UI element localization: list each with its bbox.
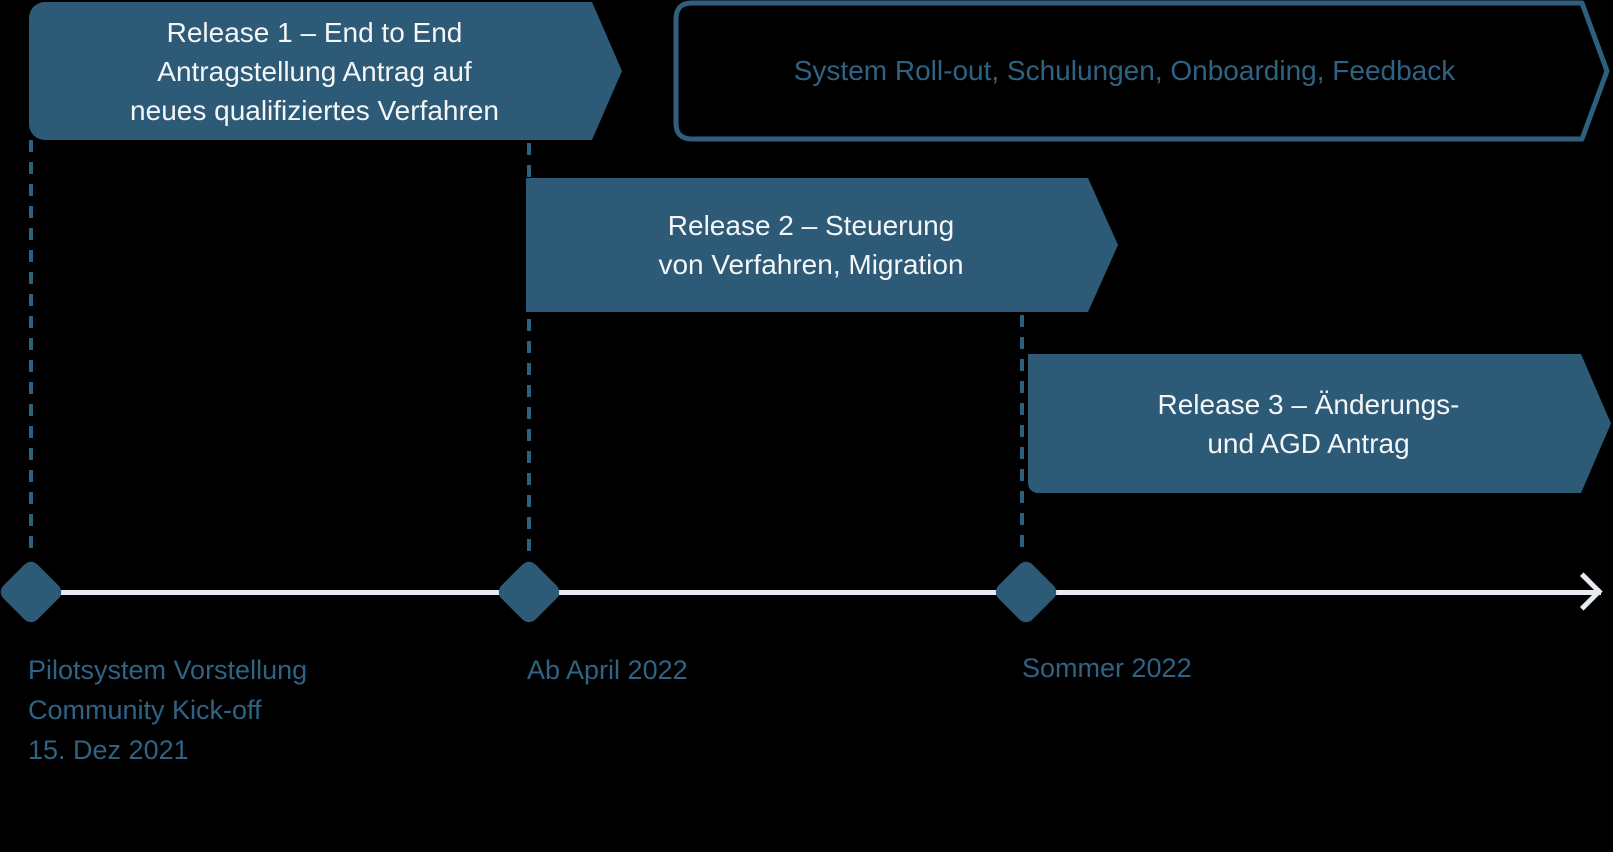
- milestone-label-3: Sommer 2022: [1022, 648, 1192, 688]
- banner-release-2: Release 2 – Steuerung von Verfahren, Mig…: [526, 178, 1118, 312]
- banner-release-1-line: neues qualifiziertes Verfahren: [130, 94, 499, 126]
- milestone-label-3-line: Sommer 2022: [1022, 653, 1192, 683]
- milestone-label-1-line: 15. Dez 2021: [28, 735, 189, 765]
- milestone-label-1-line: Pilotsystem Vorstellung: [28, 655, 308, 685]
- milestone-label-1: Pilotsystem Vorstellung Community Kick-o…: [28, 650, 307, 770]
- milestone-diamond-icon-2: [495, 558, 563, 626]
- banner-release-3: Release 3 – Änderungs- und AGD Antrag: [1028, 354, 1611, 493]
- milestone-diamond-icon-1: [0, 558, 65, 626]
- milestone-label-1-line: Community Kick-off: [28, 695, 262, 725]
- banner-release-2-line: Release 2 – Steuerung: [667, 210, 955, 241]
- timeline-axis-line: [31, 590, 1601, 595]
- banner-system-rollout: System Roll-out, Schulungen, Onboarding,…: [672, 0, 1612, 142]
- banner-release-1: Release 1 – End to End Antragstellung An…: [29, 2, 622, 140]
- chevron-outline-shape: [673, 0, 1610, 142]
- banner-release-1-line: Release 1 – End to End: [166, 16, 463, 48]
- connector-dashed-line-1: [29, 140, 33, 554]
- banner-release-2-line: von Verfahren, Migration: [658, 249, 964, 280]
- banner-release-3-line: Release 3 – Änderungs-: [1157, 388, 1460, 420]
- banner-release-3-line: und AGD Antrag: [1207, 427, 1410, 459]
- timeline-arrowhead-icon: [1564, 572, 1603, 611]
- connector-dashed-line-3: [1020, 315, 1024, 554]
- milestone-label-2: Ab April 2022: [527, 650, 688, 690]
- milestone-diamond-icon-3: [992, 558, 1060, 626]
- banner-system-rollout-label: System Roll-out, Schulungen, Onboarding,…: [793, 55, 1456, 86]
- banner-release-1-line: Antragstellung Antrag auf: [157, 55, 472, 87]
- connector-dashed-line-2: [527, 143, 531, 554]
- milestone-label-2-line: Ab April 2022: [527, 655, 688, 685]
